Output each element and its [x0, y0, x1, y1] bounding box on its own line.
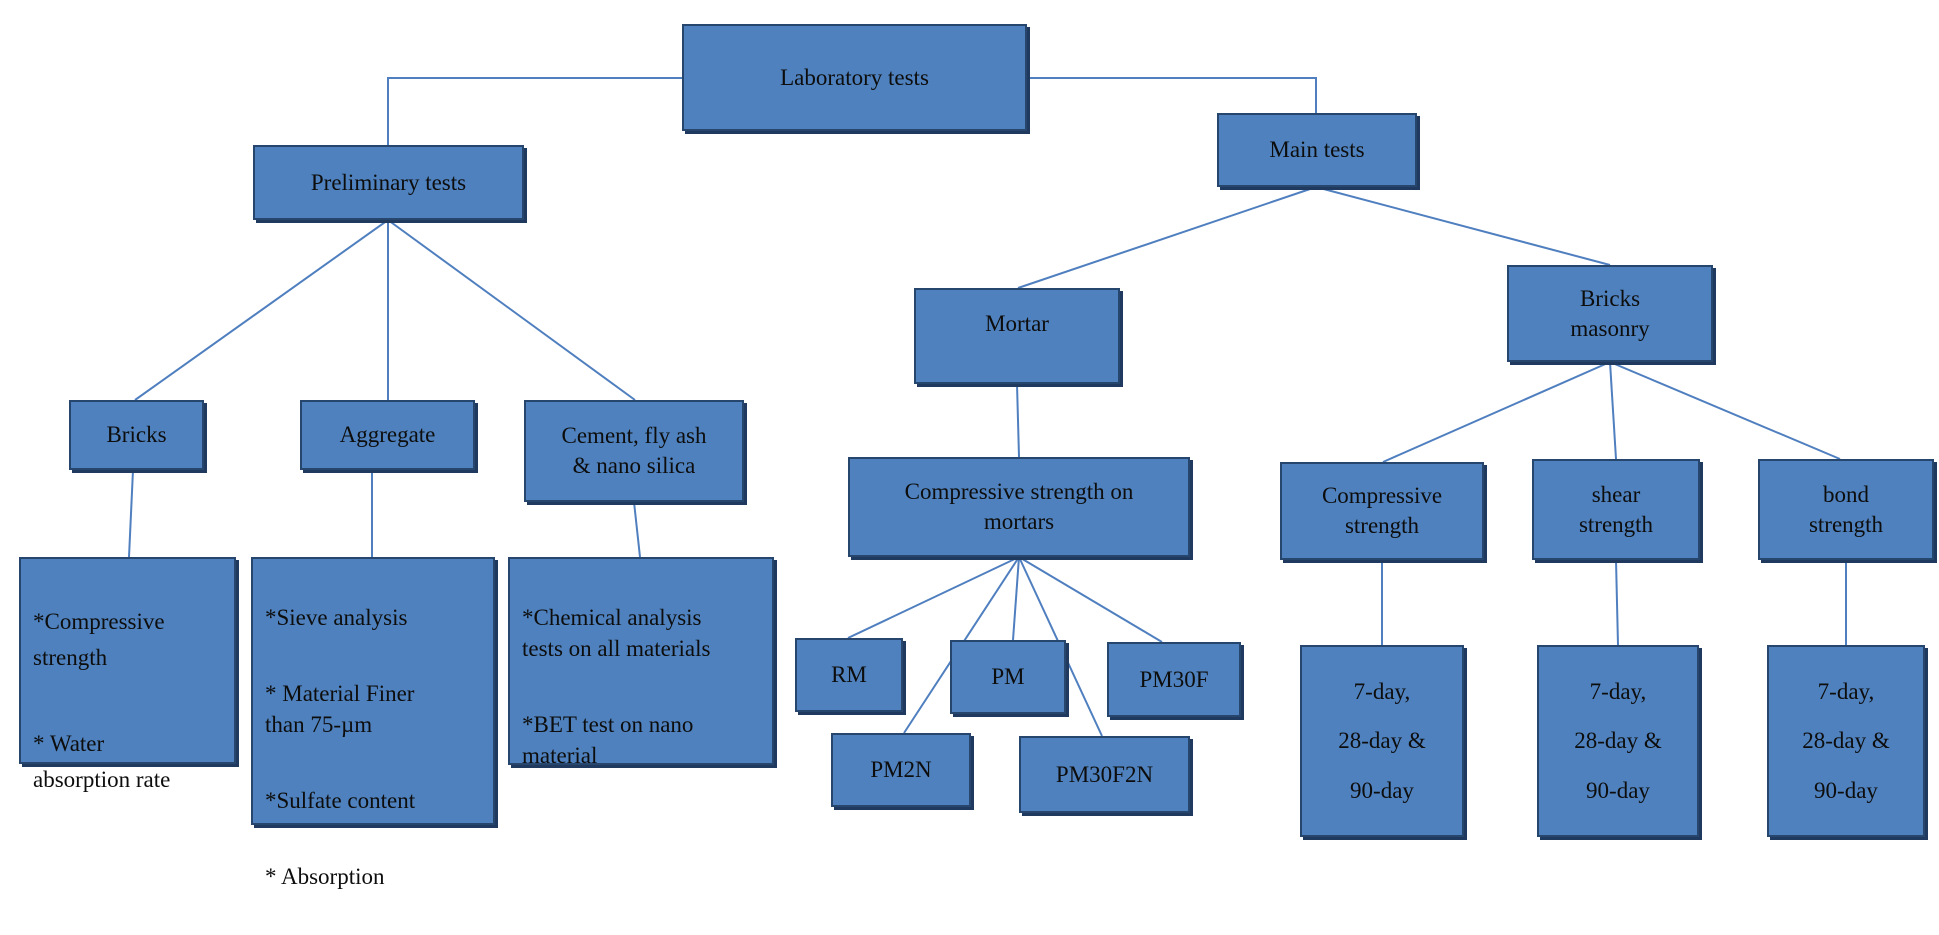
aggregate-tests-node: *Sieve analysis * Material Finer than 75…	[251, 557, 495, 889]
aggregate-test-item: *Sieve analysis	[265, 605, 408, 631]
connector-shear-ages	[1615, 559, 1619, 646]
compressive-ages-label: 7-day, 28-day & 90-day	[1338, 678, 1426, 803]
cement-tests-node: *Chemical analysis tests on all material…	[508, 557, 774, 768]
connector-root-main	[1027, 77, 1317, 113]
bond-ages-label: 7-day, 28-day & 90-day	[1802, 678, 1890, 803]
shear-strength-node: shear strength	[1532, 459, 1700, 560]
connector-lines	[128, 77, 1847, 737]
bricks-test-item: *Compressive strength	[33, 609, 165, 670]
compressive-ages-node: 7-day, 28-day & 90-day	[1300, 645, 1464, 837]
main-tests-node: Main tests	[1217, 113, 1417, 187]
aggregate-test-item: * Material Finer than 75-µm	[265, 681, 415, 738]
pm-label: PM	[991, 664, 1025, 690]
bricks-node: Bricks	[69, 400, 204, 470]
connector-masonry-shear	[1609, 361, 1617, 460]
bond-ages-node: 7-day, 28-day & 90-day	[1767, 645, 1925, 837]
bricks-test-item: * Water absorption rate	[33, 731, 171, 793]
connector-masonry-compressive	[1382, 361, 1611, 463]
connector-to-pm	[1012, 556, 1020, 641]
connector-preliminary-cement	[387, 219, 636, 401]
connector-mortar-compressive	[1016, 383, 1020, 458]
compressive-strength-node: Compressive strength	[1280, 462, 1484, 560]
preliminary-tests-label: Preliminary tests	[310, 169, 467, 195]
pm2n-label: PM2N	[870, 757, 932, 783]
shear-strength-label: shear strength	[1578, 481, 1654, 537]
connector-main-masonry	[1315, 186, 1611, 266]
pm30f-label: PM30F	[1139, 666, 1209, 692]
connector-root-preliminary	[387, 77, 682, 145]
compressive-mortars-node: Compressive strength on mortars	[848, 457, 1190, 557]
pm30f-node: PM30F	[1107, 642, 1241, 717]
connector-masonry-bond	[1609, 361, 1841, 460]
connector-to-pm30f	[1018, 556, 1163, 643]
connector-bricks-tests	[128, 469, 134, 558]
laboratory-tests-label: Laboratory tests	[780, 64, 929, 90]
connector-main-mortar	[1017, 186, 1317, 289]
bond-strength-label: bond strength	[1808, 481, 1884, 537]
shear-ages-node: 7-day, 28-day & 90-day	[1537, 645, 1699, 837]
connector-cement-tests	[633, 501, 641, 558]
connector-to-rm	[847, 556, 1020, 639]
pm2n-node: PM2N	[831, 733, 971, 807]
bricks-tests-node: *Compressive strength * Water absorption…	[19, 557, 236, 792]
preliminary-tests-node: Preliminary tests	[253, 145, 524, 220]
bricks-masonry-label: Bricks masonry	[1570, 285, 1650, 341]
compressive-strength-label: Compressive strength	[1321, 483, 1443, 538]
main-tests-label: Main tests	[1269, 137, 1365, 163]
aggregate-node: Aggregate	[300, 400, 475, 470]
aggregate-test-item: *Sulfate content	[265, 788, 416, 814]
cement-test-item: *Chemical analysis tests on all material…	[522, 605, 711, 662]
compressive-mortars-label: Compressive strength on mortars	[904, 479, 1134, 534]
cement-label: Cement, fly ash & nano silica	[561, 423, 707, 478]
pm30f2n-label: PM30F2N	[1055, 761, 1154, 787]
bricks-masonry-node: Bricks masonry	[1507, 265, 1713, 362]
bond-strength-node: bond strength	[1758, 459, 1934, 560]
shear-ages-label: 7-day, 28-day & 90-day	[1574, 678, 1662, 803]
rm-node: RM	[795, 638, 903, 712]
aggregate-label: Aggregate	[339, 422, 436, 448]
cement-test-item: *BET test on nano material	[522, 712, 694, 769]
laboratory-tests-node: Laboratory tests	[682, 24, 1027, 131]
pm30f2n-node: PM30F2N	[1019, 736, 1190, 813]
mortar-label: Mortar	[985, 311, 1049, 337]
cement-node: Cement, fly ash & nano silica	[524, 400, 744, 502]
mortar-node: Mortar	[914, 288, 1120, 384]
bricks-label: Bricks	[106, 422, 167, 448]
rm-label: RM	[831, 662, 867, 688]
connector-preliminary-bricks	[134, 219, 389, 401]
aggregate-test-item: * Absorption	[265, 864, 385, 890]
pm-node: PM	[950, 640, 1066, 714]
